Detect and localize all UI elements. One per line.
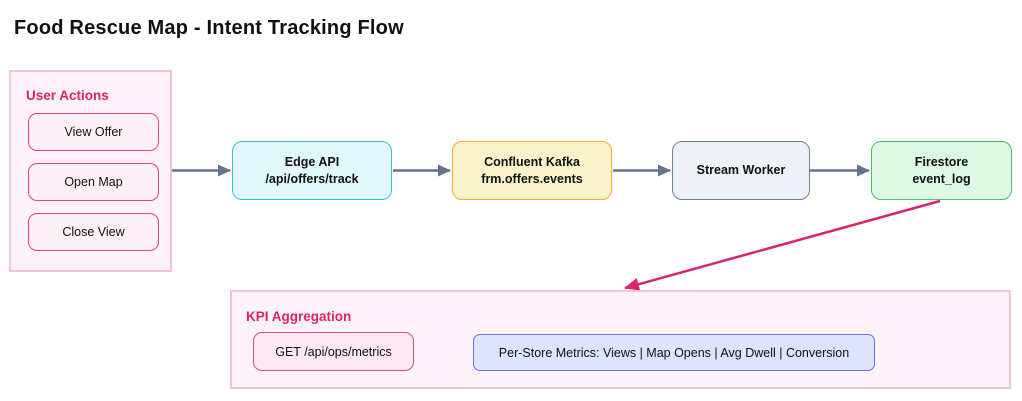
- node-firestore-line1: Firestore: [914, 154, 969, 169]
- kpi-aggregation-group: KPI Aggregation GET /api/ops/metrics Per…: [230, 290, 1011, 389]
- node-firestore: Firestore event_log: [871, 141, 1012, 200]
- node-kafka-line1: Confluent Kafka: [484, 154, 580, 169]
- diagram-title: Food Rescue Map - Intent Tracking Flow: [14, 17, 404, 39]
- arrow-firestore-to-kpi: [624, 199, 941, 291]
- node-edge-api-line2: /api/offers/track: [265, 171, 359, 186]
- node-kafka: Confluent Kafka frm.offers.events: [452, 141, 612, 200]
- node-get-metrics: GET /api/ops/metrics: [253, 332, 414, 371]
- node-per-store-metrics: Per-Store Metrics: Views | Map Opens | A…: [473, 334, 875, 371]
- node-stream-worker-line1: Stream Worker: [696, 163, 786, 178]
- user-actions-group: User Actions View Offer Open Map Close V…: [9, 70, 172, 272]
- node-kafka-line2: frm.offers.events: [481, 171, 583, 186]
- node-open-map: Open Map: [28, 163, 159, 201]
- kpi-aggregation-label: KPI Aggregation: [246, 309, 352, 324]
- node-view-offer: View Offer: [28, 113, 159, 151]
- node-edge-api-line1: Edge API: [284, 154, 340, 169]
- node-edge-api: Edge API /api/offers/track: [232, 141, 392, 200]
- node-firestore-line2: event_log: [912, 171, 971, 186]
- node-stream-worker: Stream Worker: [672, 141, 810, 200]
- node-close-view: Close View: [28, 213, 159, 251]
- user-actions-label: User Actions: [26, 88, 109, 103]
